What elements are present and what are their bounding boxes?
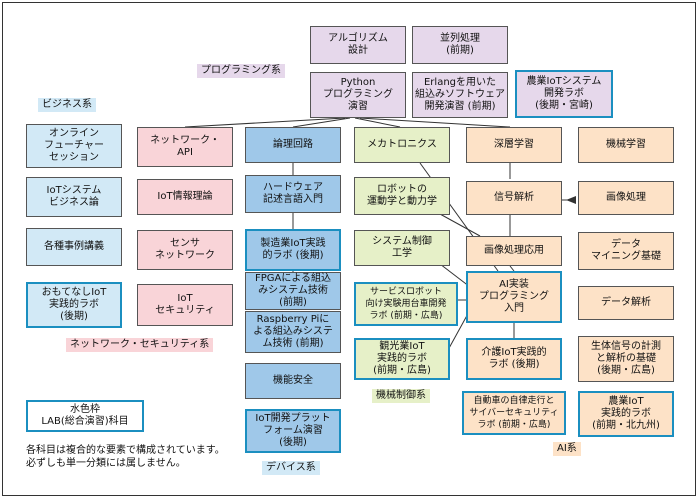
node-python: Python プログラミング 演習 (310, 72, 406, 118)
node-iot-platform: IoT開発プラット フォーム演習 (後期) (245, 409, 341, 453)
node-system-control: システム制御 工学 (354, 230, 450, 266)
category-device: デバイス系 (262, 461, 320, 475)
node-case-lectures: 各種事例講義 (26, 228, 122, 266)
category-business: ビジネス系 (38, 98, 96, 112)
edge-python-deeplearning (359, 117, 511, 128)
node-tourism-iot: 観光業IoT 実践的ラボ (前期・広島) (354, 338, 450, 380)
node-signal-analysis: 信号解析 (466, 181, 562, 215)
node-machine-learning: 機械学習 (578, 127, 674, 163)
category-ai: AI系 (553, 442, 581, 456)
footnote: 各科目は複合的な要素で構成されています。 必ずしも単一分類には属しません。 (26, 445, 225, 469)
node-ai-impl: AI実装 プログラミング 入門 (466, 271, 562, 323)
node-functional-safety: 機能安全 (245, 363, 341, 399)
node-fpga: FPGAによる組込 みシステム技術 (前期) (245, 272, 341, 310)
node-service-robot: サービスロボット 向け実験用台車開発 ラボ (前期・広島) (354, 282, 458, 326)
node-image-applied: 画像処理応用 (466, 236, 562, 266)
node-data-analysis: データ解析 (578, 286, 674, 320)
node-parallel: 並列処理 (前期) (412, 26, 508, 64)
edge-robot-imgapp (439, 213, 481, 237)
node-network-api: ネットワーク・ API (137, 127, 233, 167)
node-mfg-iot: 製造業IoT実践 的ラボ (後期) (245, 229, 341, 271)
node-biosignal: 生体信号の計測 と解析の基礎 (後期・広島) (578, 336, 674, 382)
node-algorithm: アルゴリズム 設計 (310, 26, 406, 64)
edge-python-logic (292, 117, 351, 128)
node-agri-iot-dev: 農業IoTシステム 開発ラボ (後期・宮崎) (515, 70, 613, 118)
edge-python-mechatronics (354, 117, 401, 128)
edge-python-network-api (184, 117, 346, 128)
node-logic-circuit: 論理回路 (245, 127, 341, 163)
node-care-iot: 介護IoT実践的 ラボ (後期) (466, 338, 562, 380)
node-robot-dynamics: ロボットの 運動学と動力学 (354, 177, 450, 215)
category-mechatronics: 機械制御系 (372, 389, 430, 403)
category-network-security: ネットワーク・セキュリティ系 (66, 338, 214, 352)
node-data-mining: データ マイニング基礎 (578, 232, 674, 270)
edge-imgapp-ai (509, 265, 515, 272)
arrowhead-imgprocessing (566, 196, 576, 204)
diagram-frame (2, 2, 696, 496)
node-image-processing: 画像処理 (578, 181, 674, 215)
node-autonomous: 自動車の自律走行と サイバーセキュリティ ラボ (前期・広島) (462, 391, 566, 435)
legend-lab-box: 水色枠 LAB(総合演習)科目 (26, 400, 144, 432)
node-iot-biz: IoTシステム ビジネス論 (26, 177, 122, 217)
node-raspi: Raspberry Piに よる組込みシステ ム技術 (前期) (245, 311, 341, 353)
category-programming: プログラミング系 (197, 64, 285, 78)
node-omotenashi: おもてなしIoT 実践的ラボ (後期) (26, 282, 122, 328)
node-iot-security: IoT セキュリティ (137, 284, 233, 326)
node-erlang: Erlangを用いた 組込みソフトウェア 開発演習 (前期) (412, 72, 508, 118)
node-agri-iot-lab: 農業IoT 実践的ラボ (前期・北九州) (578, 391, 674, 437)
node-online-future: オンライン フューチャー セッション (26, 124, 122, 168)
node-iot-info: IoT情報理論 (137, 179, 233, 215)
node-mechatronics: メカトロニクス (354, 127, 450, 163)
node-hdl: ハードウェア 記述言語入門 (245, 175, 341, 213)
node-deep-learning: 深層学習 (466, 127, 562, 163)
node-sensor-net: センサ ネットワーク (137, 230, 233, 270)
